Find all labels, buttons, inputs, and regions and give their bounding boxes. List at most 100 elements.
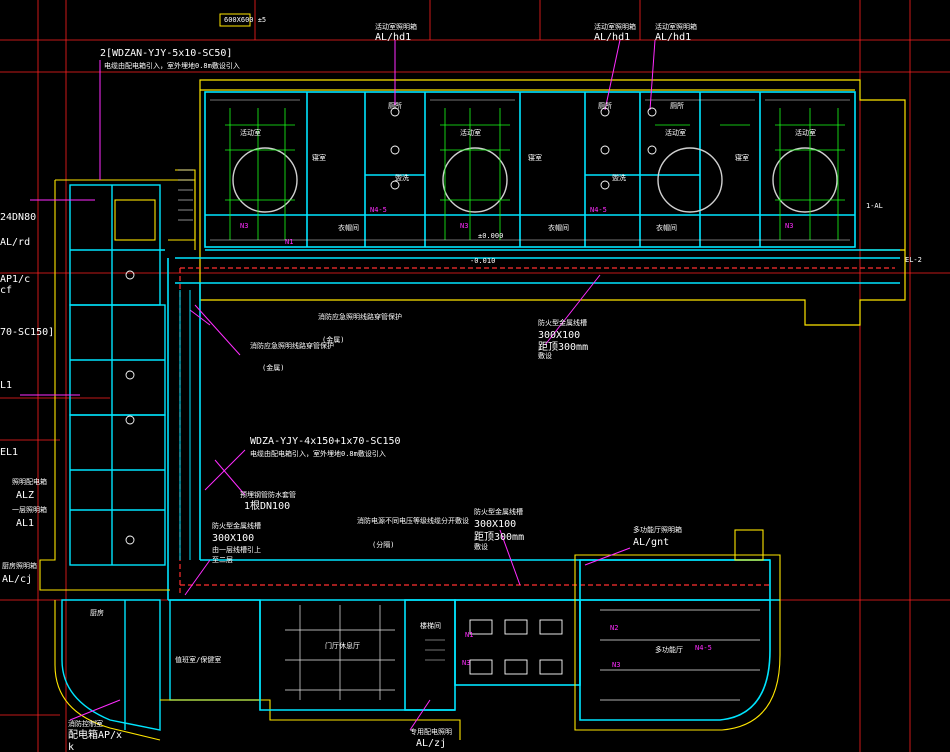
- left-block-walls: [69, 184, 166, 566]
- svg-text:N3: N3: [462, 659, 470, 667]
- room-office: 值班室/保健室: [175, 655, 221, 664]
- room-activity-3: 活动室: [665, 128, 686, 137]
- room-wash-1: 盥洗: [395, 173, 409, 182]
- panel-hd1-right-title: 活动室照明箱: [655, 22, 697, 31]
- svg-text:N4-5: N4-5: [695, 644, 712, 652]
- left-sc150-label: 70-SC150]: [0, 327, 54, 338]
- right-tag2: 1-AL: [866, 202, 883, 210]
- lower-left-outline: [54, 600, 461, 741]
- left-al1-label: AL1: [16, 518, 34, 529]
- room-toilet-1: 厕所: [388, 101, 402, 110]
- room-cloak-1: 衣帽间: [338, 223, 359, 232]
- panel-hd1-mid-title: 活动室照明箱: [594, 22, 636, 31]
- bottom-left-k: k: [68, 742, 74, 752]
- lower-left-walls: [61, 599, 261, 731]
- room-activity-4: 活动室: [795, 128, 816, 137]
- feeder-top-note: 电缆由配电箱引入，室外埋地0.8m敷设引入: [104, 61, 240, 70]
- tray-bot-height: 距顶300mm: [474, 531, 524, 543]
- left-al1-title: 一层照明箱: [12, 505, 47, 514]
- svg-text:N3: N3: [612, 661, 620, 669]
- spec-box: [219, 13, 251, 27]
- svg-text:N4-5: N4-5: [590, 206, 607, 214]
- svg-text:N1: N1: [465, 631, 473, 639]
- left-block-outline: [39, 169, 196, 591]
- room-bedroom-2: 寝室: [528, 153, 542, 162]
- room-labels: 活动室 活动室 活动室 活动室 寝室 寝室 寝室 厕所 厕所 厕所 盥洗 盥洗 …: [90, 101, 922, 664]
- tray-bot-title: 防火型金属线槽: [474, 507, 523, 516]
- room-cloak-2: 衣帽间: [548, 223, 569, 232]
- room-toilet-3: 厕所: [670, 101, 684, 110]
- tray-low-size: 300X100: [212, 533, 254, 544]
- panel-zj-title: 专用配电照明: [410, 727, 452, 736]
- svg-text:N3: N3: [460, 222, 468, 230]
- tray-center-note: 消防电源不同电压等级线缆分开敷设: [357, 516, 469, 525]
- light-fixtures: [125, 107, 657, 545]
- room-toilet-2: 厕所: [598, 101, 612, 110]
- tray-note-1: 消防应急照明线路穿管保护: [318, 312, 402, 321]
- bottom-fixtures: [469, 619, 563, 675]
- room-wash-2: 盥洗: [612, 173, 626, 182]
- upper-wing-walls: [175, 91, 900, 284]
- feeder-mid-note: 电缆由配电箱引入，室外埋地0.8m敷设引入: [250, 449, 386, 458]
- left-rd-label: AL/rd: [0, 237, 30, 248]
- tray-center-note2: (分隔): [372, 540, 394, 549]
- upper-circuits: [225, 108, 845, 240]
- left-alz-label: ALZ: [16, 490, 34, 501]
- feeder-cables: [179, 290, 191, 560]
- bottom-left-title: 消防控制室: [68, 719, 103, 728]
- left-cf-label: cf: [0, 285, 12, 296]
- tray-mid-size: 300X100: [538, 330, 580, 341]
- feeder-top-code: 2[WDZAN-YJY-5x10-SC50]: [100, 48, 232, 59]
- left-alcj-title: 厨房照明箱: [2, 561, 37, 570]
- tray-bot-size: 300X100: [474, 519, 516, 530]
- tray-note-1b: (金属): [322, 335, 344, 344]
- left-ap1c-label: AP1/c: [0, 274, 30, 285]
- bottom-left-ap: 配电箱AP/x: [68, 728, 122, 741]
- tray-low-note2: 至二层: [212, 556, 233, 564]
- tray-bot-note: 敷设: [474, 542, 488, 551]
- room-cloak-3: 衣帽间: [656, 223, 677, 232]
- room-stair: 楼梯间: [420, 621, 441, 630]
- dn100-title: 预埋钢管防水套管: [240, 490, 296, 499]
- svg-text:N2: N2: [610, 624, 618, 632]
- tray-low-title: 防火型金属线槽: [212, 521, 261, 530]
- corridor-elevation: -0.010: [470, 257, 495, 265]
- svg-text:N3: N3: [785, 222, 793, 230]
- text-labels: 600X600 ±5 2[WDZAN-YJY-5x10-SC50] 电缆由配电箱…: [0, 16, 697, 752]
- tray-low-note1: 由一层线槽引上: [212, 545, 261, 554]
- feeder-mid-code: WDZA-YJY-4x150+1x70-SC150: [250, 436, 401, 447]
- room-kitchen: 厨房: [90, 608, 104, 617]
- bottom-circuits: [285, 605, 760, 701]
- tray-mid-note: 敷设: [538, 351, 552, 360]
- room-activity-2: 活动室: [460, 128, 481, 137]
- room-bedroom-3: 寝室: [735, 153, 749, 162]
- dn100-label: 1根DN100: [244, 499, 290, 512]
- bottom-wing-walls: [259, 559, 771, 721]
- panel-gnt-title: 多功能厅照明箱: [633, 525, 682, 534]
- room-hall: 门厅休息厅: [325, 641, 360, 650]
- panel-hd1-left: AL/hd1: [375, 32, 411, 43]
- room-multi: 多功能厅: [655, 645, 683, 654]
- tray-mid-title: 防火型金属线槽: [538, 318, 587, 327]
- left-el1-label: EL1: [0, 447, 18, 458]
- bottom-wing-outline: [574, 529, 781, 731]
- stair-hatch: [178, 169, 445, 661]
- tray-note-2: 消防应急照明线路穿管保护: [250, 341, 334, 350]
- panel-hd1-left-title: 活动室照明箱: [375, 22, 417, 31]
- left-alcj-label: AL/cj: [2, 574, 32, 585]
- tray-note-2b: (金属): [262, 363, 284, 372]
- panel-hd1-right: AL/hd1: [655, 32, 691, 43]
- spec-top-label: 600X600 ±5: [224, 16, 266, 24]
- elevation-label: ±0.000: [478, 232, 503, 240]
- upper-wing-outline: [199, 79, 906, 326]
- tray-mid-height: 距顶300mm: [538, 341, 588, 353]
- activity-round-features: [232, 147, 838, 213]
- panel-gnt-label: AL/gnt: [633, 537, 669, 548]
- room-activity-1: 活动室: [240, 128, 261, 137]
- room-bedroom-1: 寝室: [312, 153, 326, 162]
- svg-text:N1: N1: [285, 238, 293, 246]
- left-l1-label: L1: [0, 380, 12, 391]
